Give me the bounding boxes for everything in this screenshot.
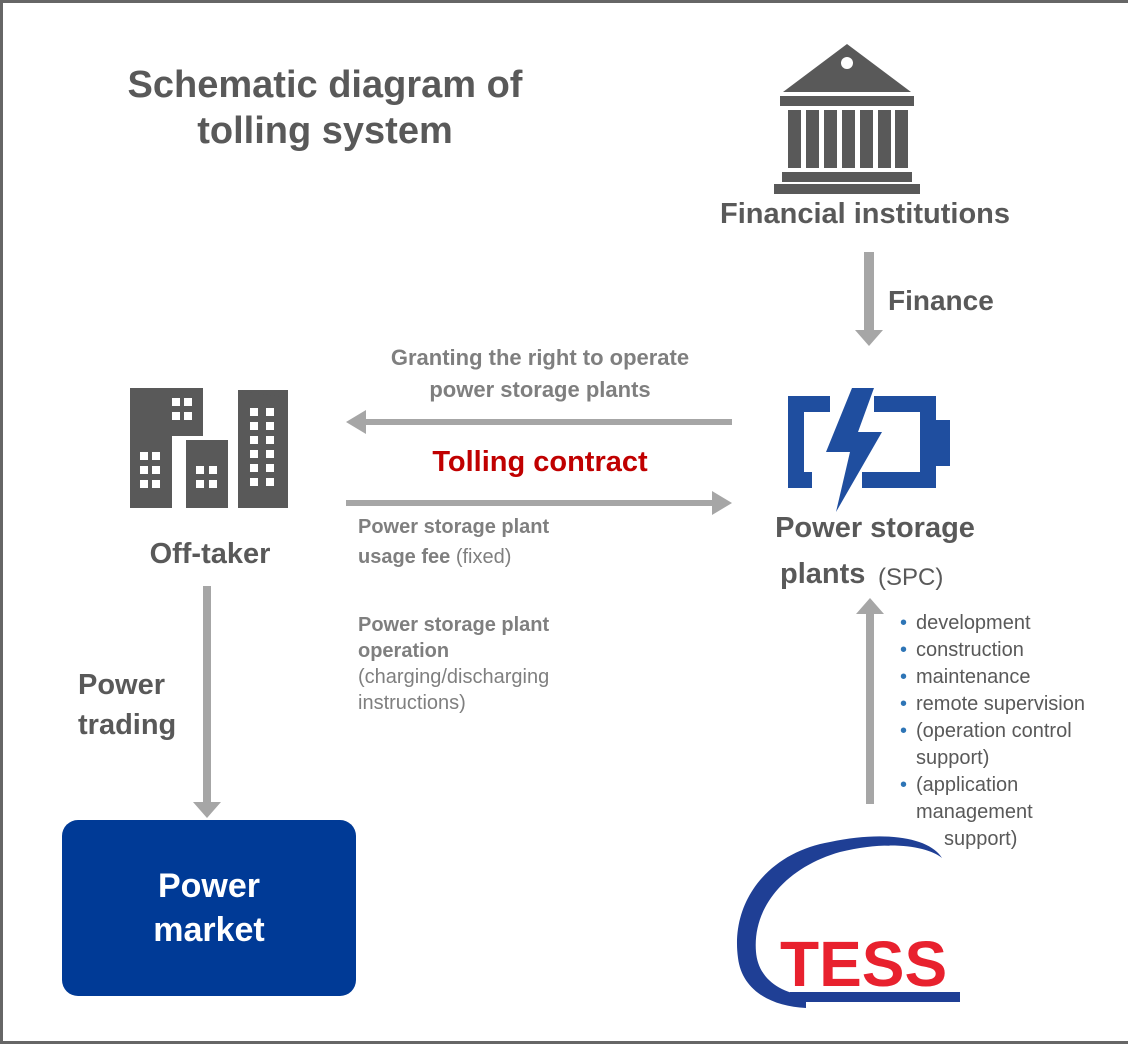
granting-arrow <box>346 410 732 434</box>
operation-line-2: operation <box>358 640 450 662</box>
granting-label: Granting the right to operate power stor… <box>300 342 780 406</box>
service-item-continued: management <box>916 801 1033 823</box>
bullet-dot-icon: • <box>900 774 908 796</box>
operation-line-1: Power storage plant <box>358 614 550 636</box>
power-market-line-2: market <box>153 911 265 949</box>
spc-label: (SPC) <box>878 564 944 591</box>
service-item: •development <box>900 610 1128 637</box>
operation-line-3: (charging/discharging <box>358 666 550 688</box>
finance-arrow <box>855 252 883 346</box>
bullet-dot-icon: • <box>900 693 908 715</box>
power-market-line-1: Power <box>157 867 261 905</box>
service-item: •construction <box>900 637 1128 664</box>
services-arrow <box>856 598 884 804</box>
granting-line-2: power storage plants <box>429 377 651 402</box>
power-trading-line-2: trading <box>78 709 177 741</box>
fee-line-2-bold: usage fee <box>358 546 451 568</box>
bullet-dot-icon: • <box>900 612 908 634</box>
battery-bolt-icon <box>788 388 950 512</box>
fee-arrow <box>346 491 732 515</box>
service-item-continued: support) <box>916 747 990 769</box>
power-trading-line-1: Power <box>78 669 166 701</box>
tess-logo-text: TESS <box>780 928 947 1000</box>
bank-icon <box>774 44 920 194</box>
finance-flow-label: Finance <box>888 285 994 316</box>
operation-line-4: instructions) <box>358 692 466 714</box>
diagram-title: Schematic diagram of tolling system <box>40 62 610 154</box>
power-storage-label-line-2: plants <box>780 558 866 590</box>
power-storage-label-line-1: Power storage <box>775 512 975 544</box>
power-trading-arrow <box>193 586 221 818</box>
service-item: •maintenance <box>900 664 1128 691</box>
granting-line-1: Granting the right to operate <box>390 345 690 370</box>
service-item-continued: support) <box>944 828 1018 850</box>
service-item: •remote supervision <box>900 691 1128 718</box>
office-buildings-icon <box>130 388 288 508</box>
service-item: •(operation control <box>900 718 1128 745</box>
fee-line-2-normal: (fixed) <box>450 546 512 568</box>
operation-label: Power storage plant operation (charging/… <box>358 612 549 716</box>
usage-fee-label: Power storage plant usage fee (fixed) <box>358 512 549 572</box>
power-market-box: Power market <box>62 820 356 996</box>
fee-line-1: Power storage plant <box>358 516 550 538</box>
tess-logo: TESS <box>736 836 960 1008</box>
title-line-2: tolling system <box>197 110 453 152</box>
financial-institutions-label: Financial institutions <box>719 198 1010 230</box>
service-item: •(application <box>900 772 1128 799</box>
bullet-dot-icon: • <box>900 666 908 688</box>
title-line-1: Schematic diagram of <box>127 64 523 106</box>
bullet-dot-icon: • <box>900 639 908 661</box>
off-taker-label: Off-taker <box>149 538 271 570</box>
services-list: •development •construction •maintenance … <box>900 610 1128 853</box>
bullet-dot-icon: • <box>900 720 908 742</box>
power-trading-label: Power trading <box>78 665 176 745</box>
tolling-contract-label: Tolling contract <box>432 446 648 478</box>
